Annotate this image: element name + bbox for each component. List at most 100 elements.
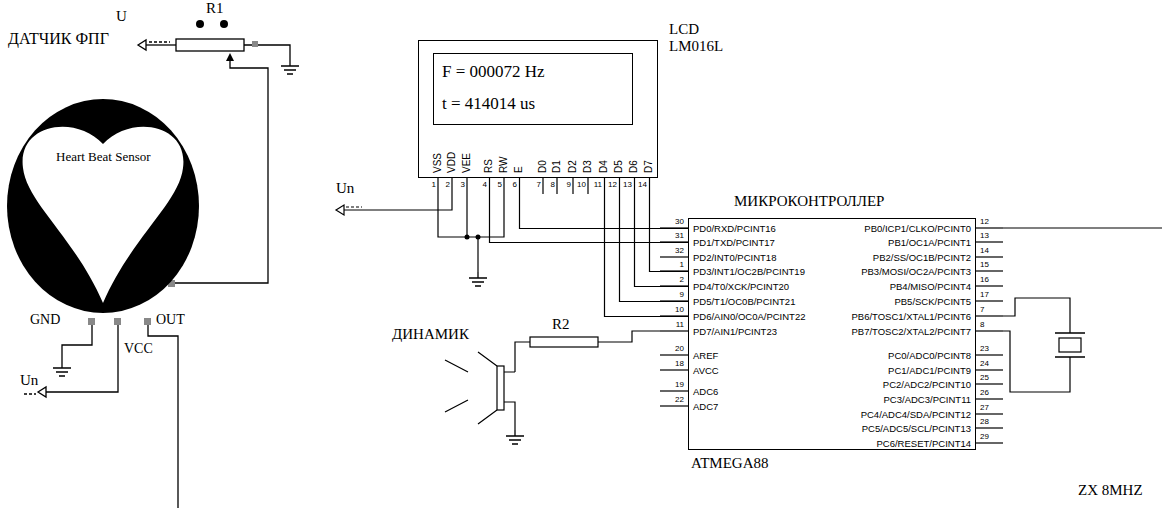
pin-number: 1 [662, 260, 684, 270]
pin-number: 13 [980, 231, 989, 241]
pin-number: 9 [662, 290, 684, 300]
wire [344, 178, 452, 210]
lcd-display: F = 000072 Hzt = 414014 us [433, 53, 633, 125]
pin-name: PD7/AIN1/PCINT23 [693, 326, 777, 337]
sensor-label: Heart Beat Sensor [56, 150, 151, 165]
heart-shape [23, 127, 184, 303]
terminal-symbol [336, 205, 344, 215]
pin-stub [976, 285, 1003, 286]
wire [477, 237, 478, 272]
pin-number: 14 [980, 246, 989, 256]
junction-dot [476, 235, 481, 240]
pin-number: 31 [662, 231, 684, 241]
speaker-symbol [478, 352, 497, 424]
data-wire [490, 178, 689, 243]
pin-number: 10 [662, 305, 684, 315]
pin-number: 19 [662, 380, 684, 390]
part-label: МИКРОКОНТРОЛЛЕР [734, 193, 884, 210]
pin-name: D2 [567, 160, 579, 173]
pin-name: RS [483, 159, 495, 173]
pin-name: AREF [693, 350, 718, 361]
pin-stub [976, 270, 1003, 271]
pin-name: D7 [643, 160, 655, 173]
pin-number: 8 [980, 320, 984, 330]
pin-stub [660, 256, 688, 257]
pin-number: 6 [505, 180, 517, 190]
pin-number: 30 [662, 217, 684, 227]
pin-name: PC0/ADC0/PCINT8 [888, 350, 971, 361]
pin-name: GND [30, 312, 60, 328]
terminal-symbol [38, 387, 46, 397]
pin-name: PB4/MISO/PCINT4 [890, 281, 971, 292]
ground-symbol [281, 60, 299, 74]
junction-dot [465, 235, 470, 240]
pin-name: PD2/INT0/PCINT18 [693, 252, 776, 263]
pin-name: D3 [582, 160, 594, 173]
pin-name: PD6/AIN0/OC0A/PCINT22 [693, 311, 805, 322]
sensor-ellipse [7, 99, 199, 313]
pin-number: 8 [543, 180, 555, 190]
pin-name: PB5/SCK/PCINT5 [894, 296, 971, 307]
pin-number: 3 [453, 180, 465, 190]
ground-symbol [53, 362, 71, 376]
pin-name: PC6/RESET/PCINT14 [877, 438, 972, 449]
signal-name: Un [336, 180, 354, 197]
pin-stub [976, 330, 1003, 331]
pot-mark [196, 20, 204, 28]
wire [62, 325, 92, 362]
pin-name: VEE [461, 153, 473, 173]
crystal-circuit [1003, 228, 1162, 392]
pin-number: 11 [662, 320, 684, 330]
pin-name: VSS [432, 153, 444, 173]
pin-number: 16 [980, 275, 989, 285]
resistor-symbol [176, 39, 244, 51]
sensor-name: ДАТЧИК ФПГ [8, 30, 109, 48]
pin-number: 29 [980, 432, 989, 442]
data-wire [650, 178, 689, 272]
wire [438, 178, 504, 237]
display-readout: F = 000072 Hz [442, 62, 545, 82]
pin-name: D0 [537, 160, 549, 173]
junction-dots [465, 235, 481, 240]
pin-square [144, 318, 151, 325]
part-name: ZX 8MHZ [1078, 482, 1143, 499]
pin-number: 2 [662, 275, 684, 285]
signal-name: Un [20, 372, 38, 389]
pin-name: AVCC [693, 365, 719, 376]
microcontroller-chip: МИКРОКОНТРОЛЛЕРPD0/RXD/PCINT16PD1/TXD/PC… [688, 218, 976, 450]
pin-number: 24 [980, 359, 989, 369]
pin-name: PC5/ADC5/SCL/PCINT13 [862, 423, 971, 434]
signal-name: U [116, 8, 127, 25]
wire [466, 178, 467, 237]
lcd-wiring [336, 178, 588, 286]
pin-stub [543, 178, 588, 194]
sound-rays [445, 360, 468, 412]
pin-number: 18 [662, 359, 684, 369]
pot-mark [220, 20, 228, 28]
pin-number: 15 [980, 260, 989, 270]
pin-number: 26 [980, 388, 989, 398]
pin-number: 1 [424, 180, 436, 190]
pin-number: 10 [574, 180, 586, 190]
pin-name: PC1/ADC1/PCINT9 [888, 365, 971, 376]
pin-name: PC4/ADC4/SDA/PCINT12 [861, 409, 971, 420]
pin-square [88, 318, 95, 325]
pin-name: PD4/T0/XCK/PCINT20 [693, 281, 789, 292]
pin-name: ADC7 [693, 401, 718, 412]
pin-stub [976, 398, 1003, 399]
pin-name: PD5/T1/OC0B/PCINT21 [693, 296, 795, 307]
pin-stub [660, 390, 688, 391]
crystal-symbol [1059, 338, 1081, 352]
pin-name: D5 [613, 160, 625, 173]
wire [1003, 227, 1162, 228]
pin-number: 13 [620, 180, 632, 190]
pin-number: 2 [438, 180, 450, 190]
data-wire [620, 178, 689, 302]
part-name: R1 [206, 0, 224, 17]
pin-number: 4 [475, 180, 487, 190]
pin-stub [660, 405, 688, 406]
pin-square [252, 41, 258, 47]
data-wire [635, 178, 689, 287]
pin-stub [660, 354, 688, 355]
pin-name: VDD [446, 152, 458, 173]
